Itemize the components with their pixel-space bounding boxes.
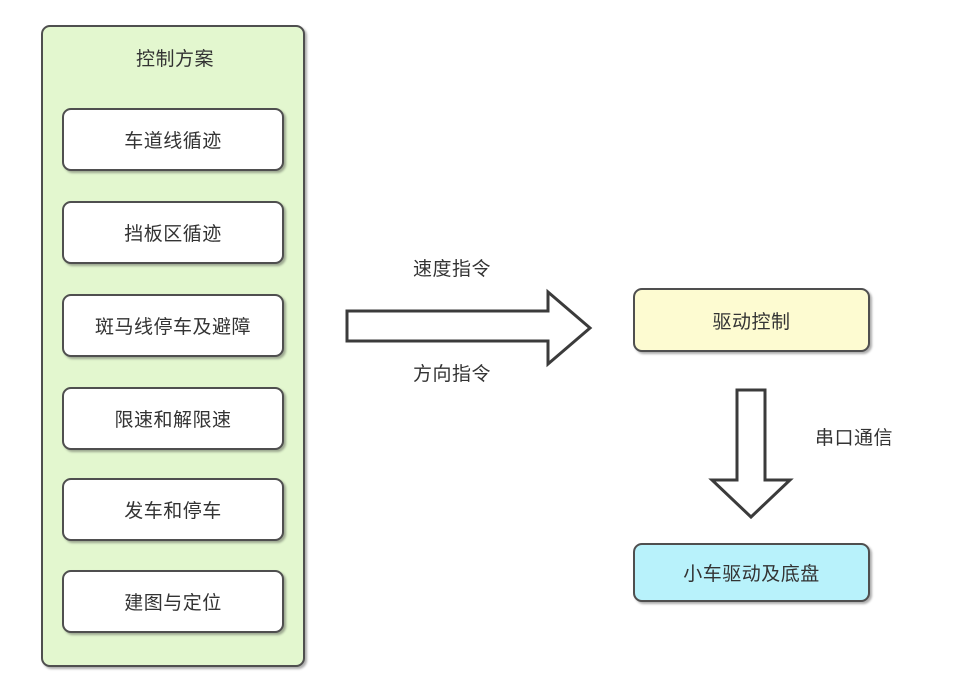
- scheme-item-lane-following[interactable]: 车道线循迹: [62, 108, 284, 171]
- node-car-chassis[interactable]: 小车驱动及底盘: [633, 543, 870, 602]
- scheme-item-baffle-zone-following[interactable]: 挡板区循迹: [62, 201, 284, 264]
- scheme-item-label: 建图与定位: [124, 593, 222, 614]
- edge-label-direction-command: 方向指令: [413, 364, 492, 385]
- edge-label-serial-communication: 串口通信: [815, 428, 894, 449]
- scheme-item-label: 发车和停车: [124, 501, 222, 522]
- scheme-item-label: 限速和解限速: [114, 410, 232, 431]
- scheme-item-label: 挡板区循迹: [124, 224, 222, 245]
- scheme-item-label: 斑马线停车及避障: [94, 317, 251, 338]
- scheme-item-speed-limit[interactable]: 限速和解限速: [62, 387, 284, 450]
- scheme-item-label: 车道线循迹: [124, 131, 222, 152]
- node-car-chassis-label: 小车驱动及底盘: [683, 564, 820, 585]
- scheme-item-depart-and-stop[interactable]: 发车和停车: [62, 478, 284, 541]
- scheme-item-crosswalk-stop-and-avoid[interactable]: 斑马线停车及避障: [62, 294, 284, 357]
- block-arrow-down-icon: [708, 388, 794, 520]
- node-drive-control-label: 驱动控制: [712, 311, 791, 333]
- block-arrow-right-icon: [345, 288, 593, 368]
- control-scheme-group-title: 控制方案: [135, 49, 214, 70]
- node-drive-control[interactable]: 驱动控制: [633, 288, 870, 352]
- edge-label-speed-command: 速度指令: [413, 259, 492, 280]
- scheme-item-mapping-and-localization[interactable]: 建图与定位: [62, 570, 284, 633]
